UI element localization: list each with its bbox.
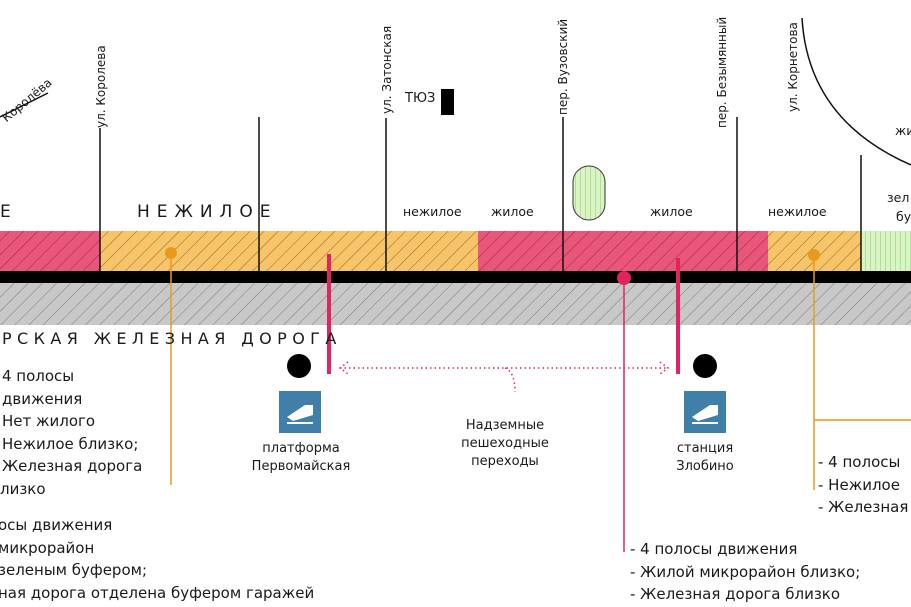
zone-green-right (861, 231, 911, 271)
zone-label-zhiloe-2: жилое (650, 204, 693, 219)
note-bottom-center-line: - Жилой микрорайон близко; (630, 562, 861, 581)
zone-red-left (0, 231, 100, 271)
street-label-kornetova: ул. Корнетова (786, 22, 800, 112)
zone-orange-1 (100, 231, 478, 271)
street-label-vuzovsky: пер. Вузовский (556, 18, 570, 115)
zone-label-right-zhi: жи (895, 123, 911, 138)
zone-label-right-bu: бу (896, 209, 911, 224)
park-oval (572, 165, 606, 221)
railway-label: РСКАЯ ЖЕЛЕЗНАЯ ДОРОГА (2, 329, 342, 348)
zone-label-nezhiloe-2: нежилое (768, 204, 827, 219)
note-bottom-left-line: ная дорога отделена буфером гаражей (0, 583, 315, 602)
pink-marker-center (617, 271, 631, 285)
street-label-koroleva: ул. Королева (94, 45, 108, 128)
station-label-zlobino-2: Злобино (676, 459, 734, 474)
station-dot-zlobino (693, 354, 717, 378)
crossing-connector-down (504, 367, 516, 393)
note-bottom-center-line: - Железная дорога близко (630, 585, 841, 603)
street-arc (801, 17, 911, 166)
note-bottom-left-line: осы движения (0, 516, 113, 534)
zone-label-nezhiloe-big: НЕЖИЛОЕ (137, 202, 278, 222)
note-left-line: Нежилое близко; (2, 434, 139, 453)
crossings-label-2: пешеходные (461, 436, 549, 451)
street-line-koroleva-diag (0, 92, 49, 118)
note-left-line: Железная дорога (2, 457, 143, 475)
crossing-connector (338, 361, 670, 375)
train-icon (684, 391, 726, 433)
note-left-line: Нет жилого (2, 412, 96, 430)
street-label-bezymyanny: пер. Безымянный (715, 16, 729, 128)
crossings-label-1: Надземные (465, 418, 545, 433)
zone-red-2 (478, 231, 768, 271)
note-right-line: - 4 полосы (818, 453, 901, 471)
note-right-line: - Нежилое (818, 475, 900, 494)
crossings-label-3: переходы (471, 454, 539, 469)
note-bottom-left: осы движения микрорайон зеленым буфером;… (0, 514, 314, 604)
note-left-line: лизко (0, 479, 46, 498)
station-label-pervomaiskaya-2: Первомайская (251, 459, 351, 474)
zone-label-zhiloe-1: жилое (491, 204, 534, 219)
railway-strip (0, 283, 911, 325)
station-label-zlobino-1: станция (676, 441, 734, 456)
note-left-line: 4 полосы (2, 367, 75, 385)
zone-label-left-edge: Е (0, 202, 18, 222)
station-dot-pervomaiskaya (287, 354, 311, 378)
note-right: - 4 полосы - Нежилое - Железная (818, 451, 908, 519)
note-bottom-left-line: микрорайон (0, 538, 95, 557)
landmark-label-tyuz: ТЮЗ (405, 91, 436, 106)
road (0, 271, 911, 283)
note-right-line: - Железная (818, 498, 909, 516)
note-bottom-center: - 4 полосы движения - Жилой микрорайон б… (630, 538, 860, 606)
zone-label-right-zel: зел (887, 190, 910, 205)
note-bottom-left-line: зеленым буфером; (0, 561, 148, 579)
note-bottom-center-line: - 4 полосы движения (630, 540, 798, 558)
note-left-line: движения (2, 389, 83, 408)
orange-marker-left (165, 247, 177, 259)
station-label-pervomaiskaya-1: платформа (262, 441, 340, 456)
note-left: 4 полосы движения Нет жилого Нежилое бли… (0, 365, 143, 500)
tyuz-building (441, 89, 454, 115)
orange-marker-right (808, 249, 820, 261)
train-icon (279, 391, 321, 433)
street-label-zatonskaya: ул. Затонская (380, 25, 394, 114)
zone-label-nezhiloe-1: нежилое (403, 204, 462, 219)
